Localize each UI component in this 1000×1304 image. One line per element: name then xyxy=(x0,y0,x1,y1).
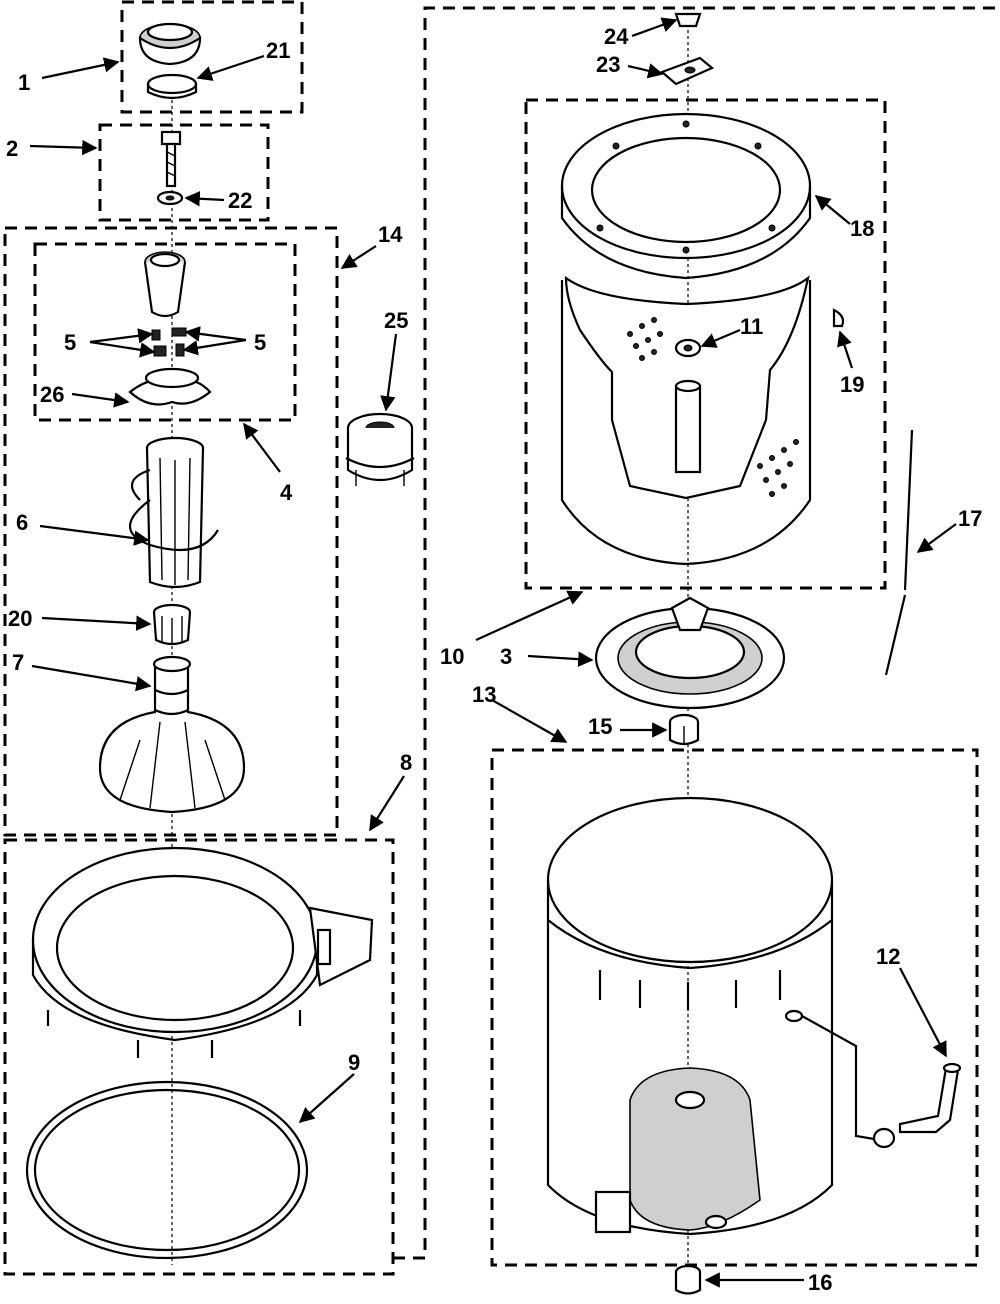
part-13-outer-tub xyxy=(546,796,834,1236)
callout-20: 20 xyxy=(8,606,32,631)
callout-10: 10 xyxy=(440,644,464,669)
part-20-bearing xyxy=(152,603,192,646)
callout-12: 12 xyxy=(876,944,900,969)
part-23-clip xyxy=(659,56,715,86)
part-3-drive-hub xyxy=(594,596,786,710)
group-box-10 xyxy=(524,98,887,590)
part-12-drain-hose xyxy=(801,1015,962,1149)
part-22-washer xyxy=(156,190,184,206)
callout-22: 22 xyxy=(228,188,252,213)
part-15-coupling xyxy=(668,713,700,746)
callout-4: 4 xyxy=(280,480,293,505)
part-1-agitator-cap xyxy=(138,22,202,66)
part-21-seal-ring xyxy=(146,73,198,100)
callout-5-left: 5 xyxy=(64,330,76,355)
callout-23: 23 xyxy=(596,52,620,77)
callout-25: 25 xyxy=(384,308,408,333)
part-17-hose xyxy=(884,429,914,676)
part-10-wash-basket xyxy=(560,275,812,566)
part-18-balance-ring xyxy=(560,112,812,280)
callout-21: 21 xyxy=(266,38,290,63)
callout-11: 11 xyxy=(740,314,763,339)
callout-13: 13 xyxy=(472,682,496,707)
callout-9: 9 xyxy=(348,1050,360,1075)
part-6-auger xyxy=(129,436,219,589)
callout-2: 2 xyxy=(6,136,18,161)
callout-18: 18 xyxy=(850,216,874,241)
part-8-tub-ring xyxy=(31,846,374,1058)
part-7-agitator-base xyxy=(98,655,246,814)
callout-26: 26 xyxy=(40,382,64,407)
part-4-cam-top xyxy=(143,251,187,318)
part-19-clip xyxy=(832,308,845,328)
callout-17: 17 xyxy=(958,506,982,531)
callout-3: 3 xyxy=(500,644,512,669)
group-box-4 xyxy=(33,242,297,422)
part-25-bushing xyxy=(345,412,415,486)
callout-6: 6 xyxy=(16,510,28,535)
part-26-cam-base xyxy=(128,367,212,406)
part-24-nut xyxy=(674,12,702,28)
group-box-8 xyxy=(3,838,395,1276)
callout-1: 1 xyxy=(18,70,30,95)
callout-8: 8 xyxy=(400,750,412,775)
callout-7: 7 xyxy=(12,650,24,675)
part-11-basket-nut xyxy=(674,338,702,358)
callout-24: 24 xyxy=(604,24,629,49)
callout-19: 19 xyxy=(840,372,864,397)
group-box-1 xyxy=(120,0,304,114)
part-5-agitator-dogs xyxy=(151,327,187,357)
group-box-14 xyxy=(3,226,339,837)
leader-lines xyxy=(29,17,957,1288)
part-2-bolt xyxy=(160,130,182,188)
callout-5-right: 5 xyxy=(254,330,266,355)
part-16-bottom-nut xyxy=(674,1264,702,1295)
callout-14: 14 xyxy=(378,222,403,247)
group-box-13 xyxy=(490,748,979,1267)
group-connector-line xyxy=(393,6,1000,1260)
callout-16: 16 xyxy=(808,1270,832,1295)
group-box-2 xyxy=(98,123,270,222)
callout-15: 15 xyxy=(588,714,612,739)
part-9-gasket xyxy=(25,1080,309,1260)
